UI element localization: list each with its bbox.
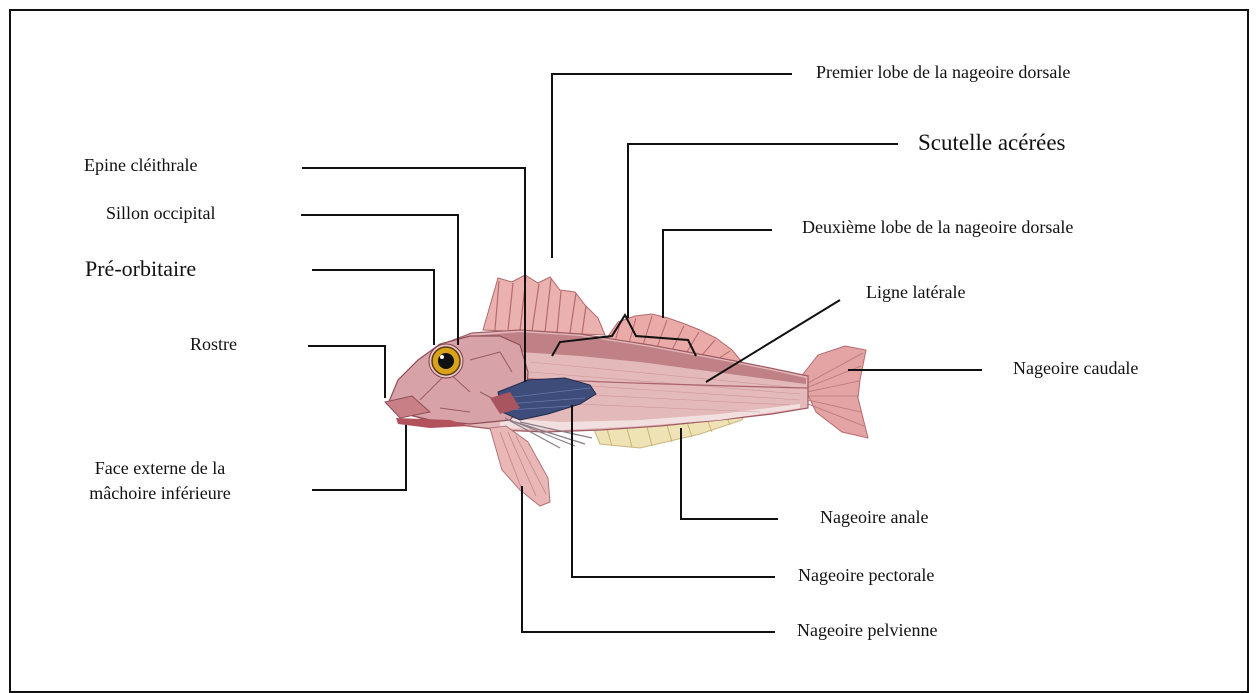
label-nageoire-anale: Nageoire anale [820,507,928,528]
label-pre-orbitaire: Pré-orbitaire [85,256,196,281]
label-epine-cleithrale: Epine cléithrale [84,155,197,176]
label-nageoire-pelvienne: Nageoire pelvienne [797,620,937,641]
label-sillon-occipital: Sillon occipital [106,203,216,224]
label-scutelle: Scutelle acérées [918,130,1066,156]
leader-pelvienne [522,486,775,632]
label-face-externe-line2: mâchoire inférieure [40,483,280,504]
label-face-externe-line1: Face externe de la [40,458,280,479]
label-deuxieme-lobe: Deuxième lobe de la nageoire dorsale [802,217,1073,238]
leader-anale [681,428,778,519]
leader-rostre [308,346,385,398]
label-face-externe: Face externe de la mâchoire inférieure [40,458,280,503]
label-rostre: Rostre [190,334,237,355]
label-ligne-laterale: Ligne latérale [866,282,965,303]
label-premier-lobe: Premier lobe de la nageoire dorsale [816,62,1070,83]
leader-deuxieme-lobe [663,230,772,318]
fish-eye [429,344,463,378]
label-nageoire-caudale: Nageoire caudale [1013,358,1138,379]
label-nageoire-pectorale: Nageoire pectorale [798,565,934,586]
leader-face-externe [312,425,406,490]
caudal-fin [800,346,868,438]
first-dorsal-fin [483,275,605,335]
leader-pre-orbitaire [312,270,434,345]
